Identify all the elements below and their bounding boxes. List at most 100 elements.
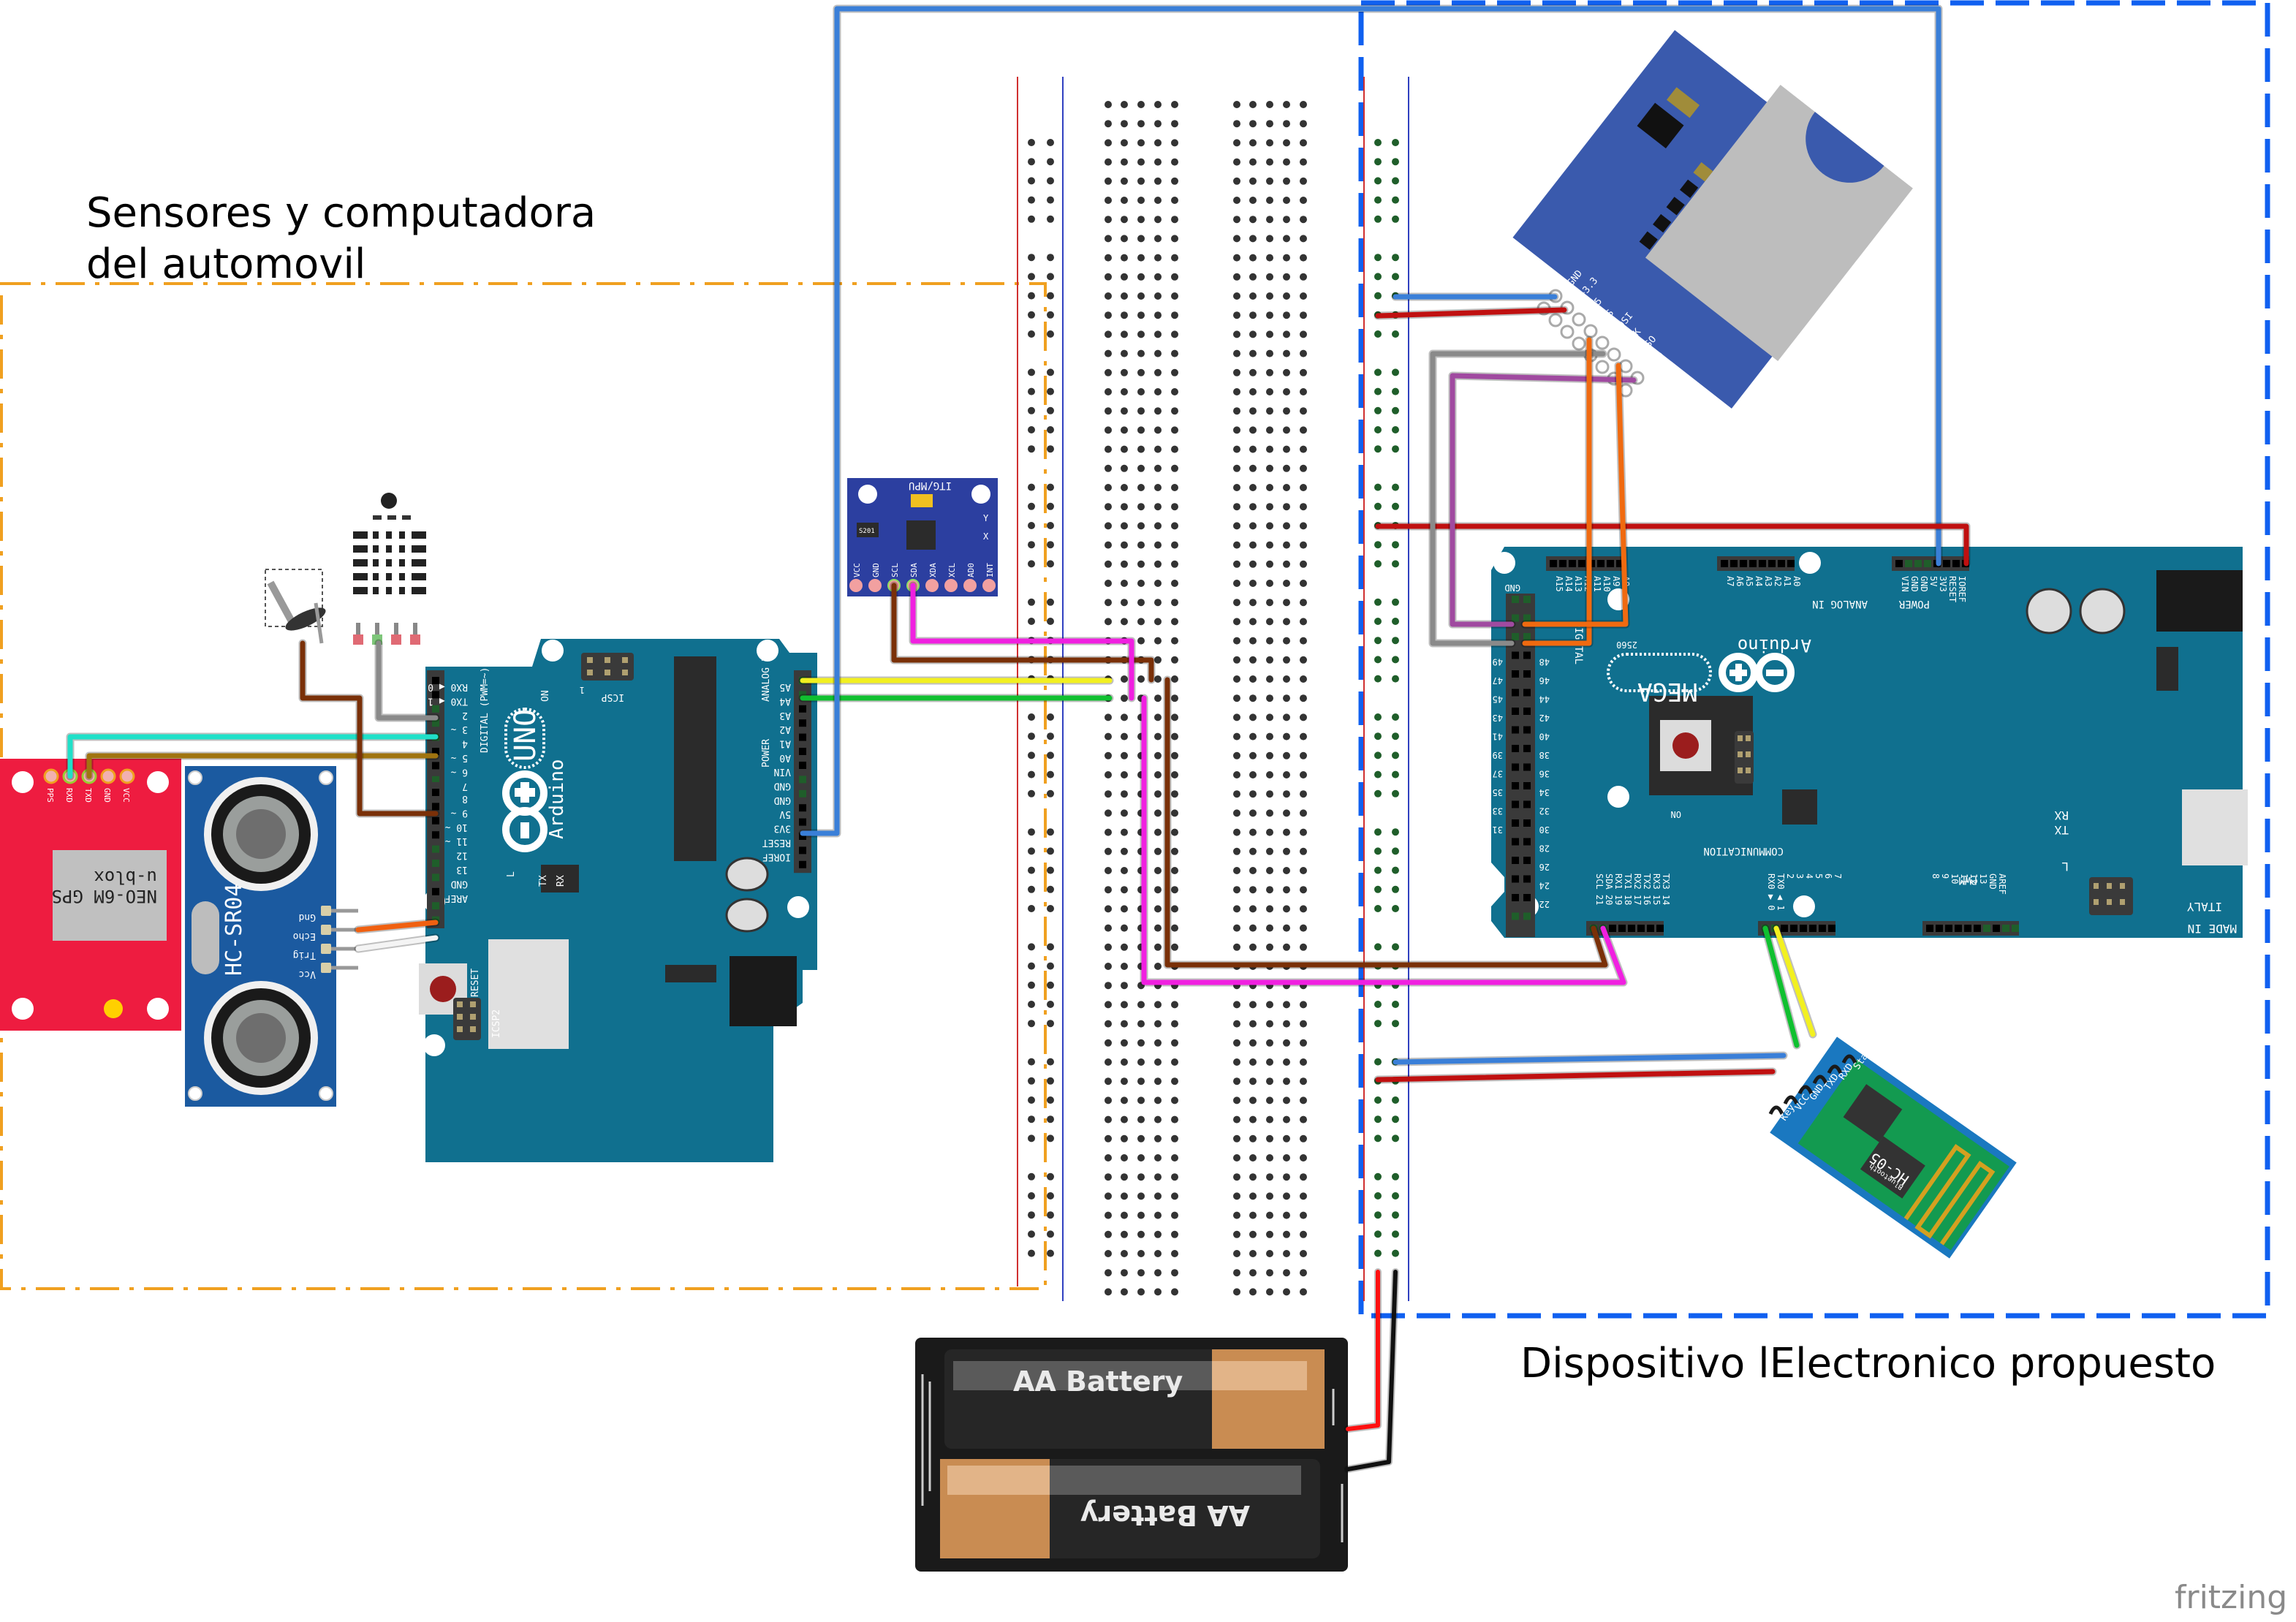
header-pin[interactable] xyxy=(1512,819,1519,827)
header-pin[interactable] xyxy=(1943,560,1950,567)
sd-pin[interactable] xyxy=(1560,325,1575,339)
wire-bt-gnd[interactable] xyxy=(1393,1053,1787,1065)
battery-label-bottom[interactable]: AA Battery xyxy=(1080,1499,1250,1531)
header-pin[interactable] xyxy=(1964,925,1971,932)
header-pin[interactable] xyxy=(1512,782,1519,789)
header-pin[interactable] xyxy=(799,789,806,797)
header-pin[interactable] xyxy=(799,846,806,854)
header-pin[interactable] xyxy=(1523,596,1531,603)
header-pin[interactable] xyxy=(1523,745,1531,752)
header-pin[interactable] xyxy=(1647,925,1654,932)
imu-pin[interactable] xyxy=(868,579,882,592)
header-pin[interactable] xyxy=(1781,925,1788,932)
wire-sd-miso[interactable] xyxy=(1450,373,1637,627)
header-pin[interactable] xyxy=(1983,925,1990,932)
header-pin[interactable] xyxy=(1523,800,1531,808)
header-pin[interactable] xyxy=(1790,925,1797,932)
header-pin[interactable] xyxy=(1607,560,1614,567)
header-pin[interactable] xyxy=(1512,838,1519,846)
header-pin[interactable] xyxy=(1512,651,1519,659)
bt-pin[interactable] xyxy=(1812,1075,1828,1085)
header-pin[interactable] xyxy=(1656,925,1664,932)
header-pin[interactable] xyxy=(1828,925,1835,932)
header-pin[interactable] xyxy=(1628,925,1635,932)
wire-dht-d2[interactable] xyxy=(376,640,439,721)
sonar-pin[interactable] xyxy=(321,963,331,973)
wire-battery-positive[interactable] xyxy=(1346,1270,1380,1431)
sonar-pin[interactable] xyxy=(321,944,331,954)
header-pin[interactable] xyxy=(432,776,439,784)
header-pin[interactable] xyxy=(432,705,439,713)
wire-tilt-d7[interactable] xyxy=(300,640,439,816)
header-pin[interactable] xyxy=(1778,560,1785,567)
header-pin[interactable] xyxy=(1945,925,1952,932)
wire-sd-mosi[interactable] xyxy=(1430,351,1606,646)
header-pin[interactable] xyxy=(1523,651,1531,659)
header-pin[interactable] xyxy=(1955,925,1962,932)
header-pin[interactable] xyxy=(799,691,806,699)
sd-pin[interactable] xyxy=(1595,360,1610,374)
header-pin[interactable] xyxy=(799,762,806,769)
header-pin[interactable] xyxy=(1800,925,1807,932)
sd-pin[interactable] xyxy=(1572,312,1586,327)
bt-pin[interactable] xyxy=(1768,1105,1784,1115)
header-pin[interactable] xyxy=(1740,560,1747,567)
imu-pin[interactable] xyxy=(963,579,977,592)
gps-pin[interactable] xyxy=(43,768,59,784)
header-pin[interactable] xyxy=(799,705,806,713)
header-pin[interactable] xyxy=(799,804,806,812)
header-pin[interactable] xyxy=(1609,925,1616,932)
bt-pin[interactable] xyxy=(1841,1054,1857,1064)
header-pin[interactable] xyxy=(1787,560,1795,567)
header-pin[interactable] xyxy=(1512,745,1519,752)
header-pin[interactable] xyxy=(1512,633,1519,640)
header-pin[interactable] xyxy=(432,677,439,684)
header-pin[interactable] xyxy=(432,831,439,839)
header-pin[interactable] xyxy=(1523,708,1531,715)
header-pin[interactable] xyxy=(432,789,439,796)
header-pin[interactable] xyxy=(432,860,439,867)
header-pin[interactable] xyxy=(1523,912,1531,920)
header-pin[interactable] xyxy=(1768,560,1776,567)
sd-pin[interactable] xyxy=(1572,336,1586,351)
header-pin[interactable] xyxy=(1512,670,1519,678)
sonar-pin[interactable] xyxy=(321,906,331,916)
wire-bt-rx[interactable] xyxy=(1762,925,1800,1048)
header-pin[interactable] xyxy=(432,762,439,770)
bt-pin[interactable] xyxy=(1783,1095,1799,1105)
header-pin[interactable] xyxy=(1512,912,1519,920)
header-pin[interactable] xyxy=(1974,925,1981,932)
header-pin[interactable] xyxy=(1578,560,1585,567)
header-pin[interactable] xyxy=(1512,800,1519,808)
header-pin[interactable] xyxy=(432,902,439,910)
header-pin[interactable] xyxy=(2002,925,2009,932)
header-pin[interactable] xyxy=(1523,782,1531,789)
header-pin[interactable] xyxy=(432,816,439,825)
header-pin[interactable] xyxy=(1523,614,1531,622)
header-pin[interactable] xyxy=(1523,857,1531,864)
header-pin[interactable] xyxy=(799,833,806,840)
sd-pin[interactable] xyxy=(1607,347,1621,362)
header-pin[interactable] xyxy=(432,887,439,895)
imu-pin[interactable] xyxy=(944,579,958,592)
header-pin[interactable] xyxy=(1523,726,1531,734)
header-pin[interactable] xyxy=(1523,689,1531,697)
header-pin[interactable] xyxy=(1618,925,1626,932)
header-pin[interactable] xyxy=(799,733,806,741)
header-pin[interactable] xyxy=(1523,670,1531,678)
header-pin[interactable] xyxy=(432,719,439,727)
mega-reset-button[interactable] xyxy=(1672,732,1699,759)
header-pin[interactable] xyxy=(1559,560,1566,567)
header-pin[interactable] xyxy=(1550,560,1557,567)
wire-sda-to-mega[interactable] xyxy=(1141,695,1626,985)
wire-bt-vcc[interactable] xyxy=(1375,1069,1776,1083)
header-pin[interactable] xyxy=(432,748,439,755)
wire-sonar-trig[interactable] xyxy=(355,935,439,952)
header-pin[interactable] xyxy=(1569,560,1576,567)
wire-gps-rx[interactable] xyxy=(67,734,439,779)
header-pin[interactable] xyxy=(1523,633,1531,640)
header-pin[interactable] xyxy=(1952,560,1960,567)
header-pin[interactable] xyxy=(1759,560,1766,567)
header-pin[interactable] xyxy=(1721,560,1728,567)
header-pin[interactable] xyxy=(799,776,806,784)
